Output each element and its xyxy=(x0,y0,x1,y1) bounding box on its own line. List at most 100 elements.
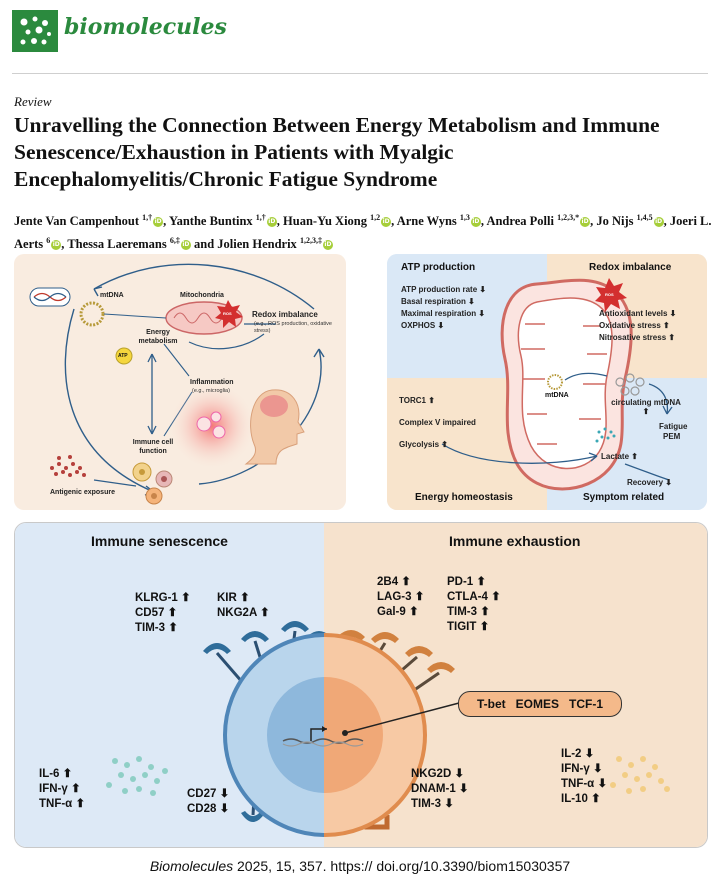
glycolysis-label: Glycolysis ⬆ xyxy=(399,440,448,449)
atp-label: ATP xyxy=(118,353,128,359)
cytokine: IFN-γ ⬇ xyxy=(561,763,603,775)
marker: NKG2D ⬇ xyxy=(411,768,465,780)
complexv-label: Complex V impaired xyxy=(399,418,476,427)
author-separator: , xyxy=(276,214,284,229)
marker: LAG-3 ⬆ xyxy=(377,591,425,603)
author-name: Jolien Hendrix xyxy=(217,237,300,252)
ros-b-label: ROS xyxy=(605,292,614,297)
author-separator: , xyxy=(61,237,68,252)
redox-item: Antioxidant levels ⬇ xyxy=(599,309,677,318)
author: Jente Van Campenhout 1,†iD xyxy=(14,213,164,229)
marker: TIGIT ⬆ xyxy=(447,621,490,633)
author-name: Joeri L. Aerts xyxy=(14,214,712,252)
orcid-icon[interactable]: iD xyxy=(153,217,164,228)
paper-title: Unravelling the Connection Between Energ… xyxy=(14,113,660,191)
author-name: Jente Van Campenhout xyxy=(14,214,143,229)
marker: CD28 ⬇ xyxy=(187,803,230,815)
atp-title: ATP production xyxy=(401,262,476,273)
author-separator: , xyxy=(480,214,487,229)
sen-bottom-markers: CD27 ⬇ CD28 ⬇ xyxy=(187,787,229,817)
sen-markers-1: KLRG-1 ⬆ CD57 ⬆ TIM-3 ⬆ xyxy=(135,591,191,636)
author-affiliation: 6 xyxy=(46,236,51,246)
author-affiliation: 1,2 xyxy=(370,213,381,222)
orcid-icon[interactable]: iD xyxy=(266,217,277,228)
redox-title: Redox imbalance xyxy=(252,310,318,319)
author: Thessa Laeremans 6,‡iD xyxy=(67,236,191,251)
author-affiliation: 1,4,5 xyxy=(636,213,653,222)
recovery-label: Recovery ⬇ xyxy=(627,478,672,487)
atp-item: Maximal respiration ⬇ xyxy=(401,309,486,318)
fatigue-label: Fatigue xyxy=(659,422,688,431)
marker: TIM-3 ⬇ xyxy=(411,798,454,810)
redox-item: Nitrosative stress ⬆ xyxy=(599,333,676,342)
author-list: Jente Van Campenhout 1,†iD, Yanthe Bunti… xyxy=(14,208,714,254)
orcid-icon[interactable]: iD xyxy=(381,217,392,228)
atp-item: OXPHOS ⬇ xyxy=(401,321,445,330)
cytokine: IL-6 ⬆ xyxy=(39,768,73,780)
exh-cytokines: IL-2 ⬇ IFN-γ ⬇ TNF-α ⬇ IL-10 ⬆ xyxy=(561,747,607,807)
marker: Gal-9 ⬆ xyxy=(377,606,419,618)
ros-label: ROS xyxy=(223,311,232,316)
author-affiliation: 1,† xyxy=(255,213,266,222)
mitochondria-label: Mitochondria xyxy=(180,292,224,299)
author: Andrea Polli 1,2,3,*iD xyxy=(486,213,591,229)
marker: TIM-3 ⬆ xyxy=(447,606,490,618)
inflammation-sub: (e.g., microglia) xyxy=(192,388,230,394)
marker: CD57 ⬆ xyxy=(135,607,178,619)
orcid-icon[interactable]: iD xyxy=(180,240,191,251)
cytokine: IL-2 ⬇ xyxy=(561,748,595,760)
panel-c: Immune senescence Immune exhaustion KLRG… xyxy=(14,522,708,848)
author-separator: , xyxy=(163,214,169,229)
marker: NKG2A ⬆ xyxy=(217,607,270,619)
redox-list: Antioxidant levels ⬇ Oxidative stress ⬆ … xyxy=(599,308,676,344)
author-affiliation: 1,3 xyxy=(459,213,470,222)
orcid-icon[interactable]: iD xyxy=(653,217,664,228)
cytokine: TNF-α ⬇ xyxy=(561,778,608,790)
symptom-title: Symptom related xyxy=(583,492,665,503)
redox-sub: (e.g., ROS production, oxidative stress) xyxy=(254,321,332,334)
orcid-icon[interactable]: iD xyxy=(322,240,333,251)
transcription-factor-box: T-bet EOMES TCF-1 xyxy=(458,691,622,717)
inflammation-label: Inflammation xyxy=(190,379,234,386)
author-name: Andrea Polli xyxy=(486,214,558,229)
energy-label: Energy metabolism xyxy=(138,329,178,345)
divider xyxy=(12,73,708,74)
panel-b: ATP production ATP production rate ⬇ Bas… xyxy=(387,254,707,510)
exh-markers-2: PD-1 ⬆ CTLA-4 ⬆ TIM-3 ⬆ TIGIT ⬆ xyxy=(447,575,501,635)
orcid-icon[interactable]: iD xyxy=(580,217,591,228)
mtdna-label: mtDNA xyxy=(100,292,124,299)
panel-c-graphic xyxy=(106,621,670,837)
cytokine: IFN-γ ⬆ xyxy=(39,783,81,795)
redox-item: Oxidative stress ⬆ xyxy=(599,321,670,330)
atp-item: Basal respiration ⬇ xyxy=(401,297,475,306)
panel-a-graphic xyxy=(29,263,325,505)
author-separator: , xyxy=(391,214,397,229)
journal-name: biomolecules xyxy=(64,14,227,40)
sen-cytokines: IL-6 ⬆ IFN-γ ⬆ TNF-α ⬆ xyxy=(39,767,85,812)
exhaustion-title: Immune exhaustion xyxy=(449,533,581,549)
journal-logo xyxy=(12,10,58,52)
citation-journal: Biomolecules xyxy=(149,858,234,874)
author-name: Arne Wyns xyxy=(396,214,460,229)
cytokine: TNF-α ⬆ xyxy=(39,798,86,810)
marker: CD27 ⬇ xyxy=(187,788,230,800)
orcid-icon[interactable]: iD xyxy=(51,240,62,251)
author-affiliation: 1,† xyxy=(142,213,153,222)
circulating-label: circulating mtDNA ⬆ xyxy=(611,398,681,416)
panel-a: mtDNA Mitochondria ROS Redox imbalance (… xyxy=(14,254,346,510)
exh-bottom-markers: NKG2D ⬇ DNAM-1 ⬇ TIM-3 ⬇ xyxy=(411,767,469,812)
citation: Biomolecules 2025, 15, 357. https:// doi… xyxy=(0,858,720,874)
author-affiliation: 1,2,3,* xyxy=(557,213,580,222)
immune-label: Immune cell function xyxy=(132,439,174,455)
author-name: Yanthe Buntinx xyxy=(168,214,256,229)
author-separator: , xyxy=(590,214,597,229)
senescence-title: Immune senescence xyxy=(91,533,228,549)
orcid-icon[interactable]: iD xyxy=(470,217,481,228)
marker: KIR ⬆ xyxy=(217,592,250,604)
panel-b-graphic xyxy=(441,278,673,491)
energy-title: Energy homeostasis xyxy=(415,492,513,503)
